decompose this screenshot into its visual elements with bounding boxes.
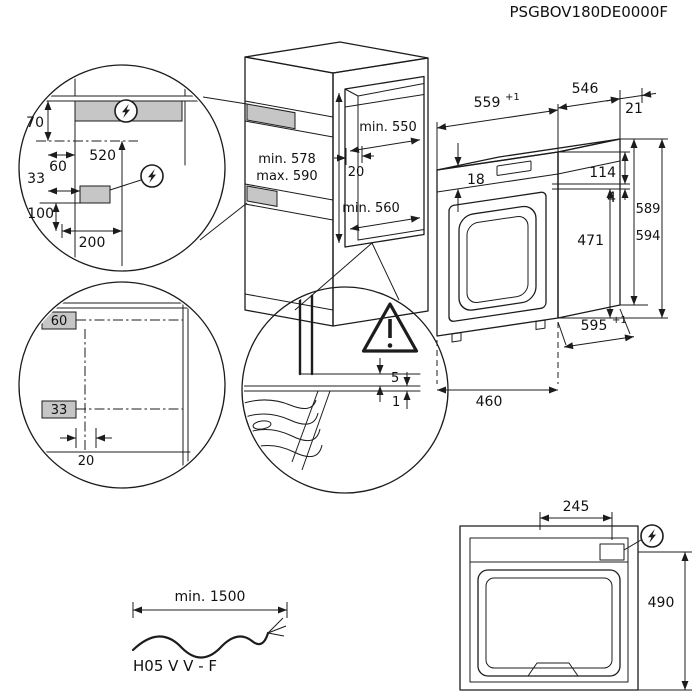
- outlet-zone-lower-magnified: [79, 185, 111, 204]
- svg-text:546: 546: [572, 81, 599, 97]
- cabinet-isometric: min. 550 20 min. 578 max. 590 min. 560: [244, 41, 429, 327]
- svg-text:595: 595: [581, 318, 608, 334]
- svg-text:460: 460: [476, 394, 503, 410]
- dim-oven-base-depth: 460: [436, 322, 559, 410]
- mains-terminal-box: [599, 543, 625, 561]
- svg-text:20: 20: [348, 165, 365, 180]
- dim-oven-panel-height: 114: [589, 152, 629, 184]
- door-window-outer: [458, 205, 537, 311]
- outlet-zone-upper: [246, 103, 296, 130]
- svg-text:114: 114: [589, 165, 616, 181]
- svg-text:490: 490: [648, 595, 675, 611]
- dim-oven-height-front: 594: [636, 139, 666, 318]
- oven-foot: [451, 332, 462, 343]
- door-handle-notch: [527, 662, 579, 677]
- detail-circle-clearance: 5 1: [241, 286, 449, 494]
- dim-niche-width-bottom: min. 560: [342, 201, 421, 232]
- svg-text:559: 559: [474, 95, 501, 111]
- dim-oven-bottom-width-tolerance: +1: [612, 315, 627, 326]
- dim-niche-width-top: min. 550: [349, 120, 421, 154]
- dim-side-520: 520: [89, 148, 116, 164]
- svg-text:4: 4: [607, 190, 616, 206]
- dim-side-60: 60: [49, 159, 67, 175]
- dim-oven-width-tolerance: +1: [505, 92, 520, 103]
- oven-door: [448, 191, 547, 322]
- dim-side-200: 200: [79, 235, 106, 251]
- dim-side-33: 33: [27, 171, 45, 187]
- control-display: [496, 160, 532, 176]
- detail-circle-outline: [18, 64, 226, 272]
- dim-rear-60: 60: [51, 314, 68, 329]
- dim-rear-33: 33: [51, 403, 68, 418]
- cavity-inner-outline: [485, 577, 613, 669]
- detail-circle-outline: [18, 281, 226, 489]
- dim-oven-door-depth: 21: [605, 88, 657, 117]
- dim-topview-terminal-offset: 245: [539, 499, 613, 540]
- cord-length-label: min. 1500: [175, 589, 246, 605]
- dim-oven-bottom-width: 595 +1: [557, 308, 635, 350]
- electrical-connection-icon: [140, 164, 164, 188]
- dim-rear-20: 20: [78, 454, 95, 469]
- outlet-zone-lower: [246, 185, 278, 207]
- oven-isometric: 559 +1 546 21 18 114: [436, 81, 668, 410]
- dim-side-100: 100: [27, 206, 54, 222]
- oven-foot: [535, 319, 546, 330]
- oven-front-details: [448, 160, 547, 343]
- svg-text:min. 578: min. 578: [258, 152, 316, 167]
- electrical-connection-icon: [114, 99, 138, 123]
- document-code: PSGBOV180DE0000F: [510, 3, 668, 21]
- dim-niche-ledge: 20: [334, 146, 374, 180]
- dim-topview-depth: 490: [638, 551, 692, 691]
- dim-oven-depth: 546: [557, 81, 621, 111]
- cord-type-label: H05 V V - F: [133, 657, 217, 675]
- dim-side-70: 70: [26, 115, 44, 131]
- oven-top-view: 245 490: [459, 499, 692, 691]
- detail-circle-outline: [241, 286, 449, 494]
- dim-clearance-1: 1: [392, 395, 400, 410]
- svg-text:min. 550: min. 550: [359, 120, 417, 135]
- dim-oven-width: 559 +1: [436, 92, 559, 131]
- detail-circle-side-panel: 70 60 520 33 100 200: [18, 64, 226, 272]
- svg-text:21: 21: [625, 101, 643, 117]
- svg-text:min. 560: min. 560: [342, 201, 400, 216]
- svg-text:245: 245: [563, 499, 590, 515]
- svg-text:18: 18: [467, 172, 485, 188]
- dim-niche-height: min. 578 max. 590: [256, 93, 343, 243]
- svg-text:594: 594: [636, 229, 661, 244]
- svg-text:max. 590: max. 590: [256, 169, 317, 184]
- chipboard-grain: [244, 390, 331, 471]
- electrical-connection-icon: [640, 524, 664, 548]
- dim-oven-top-gap: 18: [454, 143, 485, 212]
- dim-clearance-5: 5: [391, 371, 399, 386]
- detail-circle-rear-panel: 60 33 20: [18, 281, 226, 489]
- svg-text:471: 471: [577, 233, 604, 249]
- warning-icon: [361, 302, 419, 353]
- magnifier-link-lines: [199, 96, 400, 311]
- door-window-inner: [466, 215, 529, 304]
- cable-curve: [131, 631, 270, 659]
- power-cord: min. 1500 H05 V V - F: [131, 589, 288, 675]
- dim-oven-front-height: 471: [577, 189, 614, 318]
- dim-oven-height-back: 589: [630, 139, 661, 305]
- svg-text:589: 589: [636, 202, 661, 217]
- cavity-outline: [477, 569, 621, 677]
